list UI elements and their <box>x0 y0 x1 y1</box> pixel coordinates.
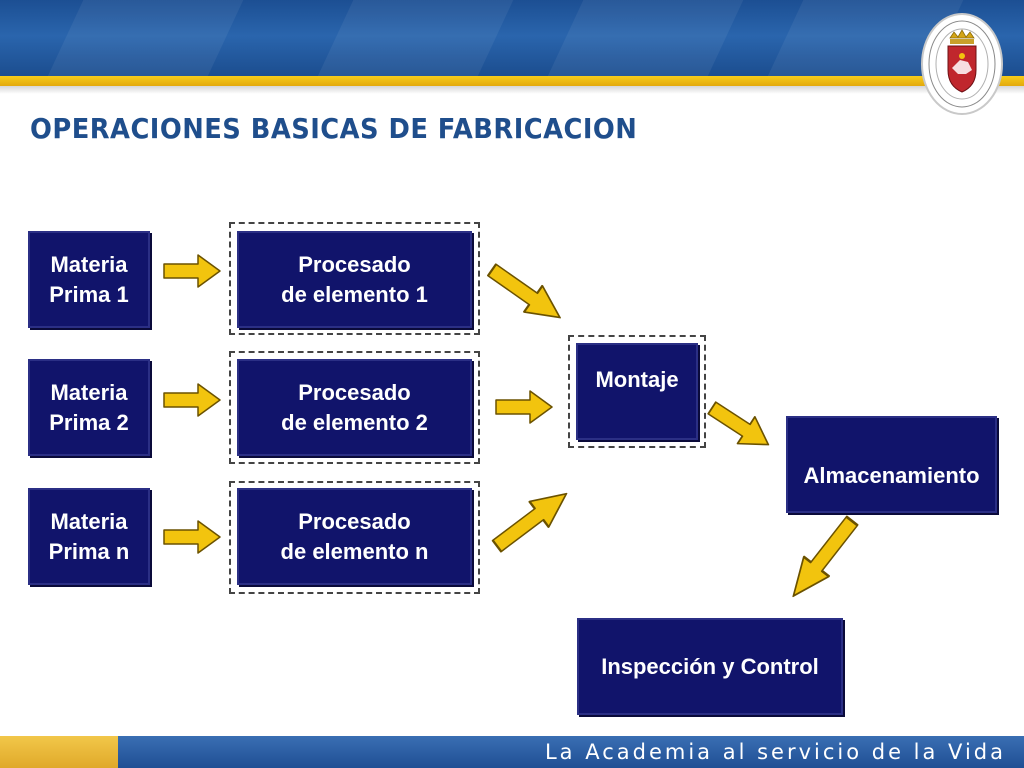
process-box-2: Procesado de elemento 2 <box>237 359 472 456</box>
raw-material-1-line1: Materia <box>50 251 128 277</box>
process-n-line1: Procesado <box>298 508 411 534</box>
arrow-raw-to-process-n <box>163 520 221 554</box>
process-box-n: Procesado de elemento n <box>237 488 472 585</box>
process-1-line2: de elemento 1 <box>281 281 428 307</box>
footer-bar <box>118 736 1024 768</box>
arrow-process-n-to-assembly <box>486 479 577 560</box>
inspection-box: Inspección y Control <box>577 618 843 715</box>
header-gold-line <box>0 76 1024 86</box>
raw-material-box-n: Materia Prima n <box>28 488 150 585</box>
raw-material-box-2: Materia Prima 2 <box>28 359 150 456</box>
arrow-process-2-to-assembly <box>495 390 553 424</box>
process-box-1: Procesado de elemento 1 <box>237 231 472 328</box>
footer-tagline: La Academia al servicio de la Vida <box>544 740 1006 764</box>
assembly-label: Montaje <box>595 367 679 392</box>
process-2-line1: Procesado <box>298 379 411 405</box>
raw-material-n-line2: Prima n <box>48 538 130 564</box>
storage-label: Almacenamiento <box>803 463 980 488</box>
raw-material-2-line2: Prima 2 <box>49 409 129 435</box>
process-1-line1: Procesado <box>298 251 411 277</box>
raw-material-2-line1: Materia <box>50 379 128 405</box>
university-seal-logo <box>921 13 1003 115</box>
raw-material-box-1: Materia Prima 1 <box>28 231 150 328</box>
raw-material-1-line2: Prima 1 <box>49 281 129 307</box>
footer-gold-block <box>0 736 118 768</box>
inspection-label: Inspección y Control <box>601 653 819 679</box>
process-2-line2: de elemento 2 <box>281 409 428 435</box>
arrow-storage-to-inspection <box>779 510 866 607</box>
storage-box: Almacenamiento <box>786 416 997 513</box>
process-n-line2: de elemento n <box>280 538 429 564</box>
arrow-assembly-to-storage <box>702 393 778 459</box>
header-banner <box>0 0 1024 80</box>
assembly-box: Montaje <box>576 343 698 440</box>
page-title: OPERACIONES BASICAS DE FABRICACION <box>30 112 638 145</box>
raw-material-n-line1: Materia <box>50 508 128 534</box>
arrow-raw-to-process-1 <box>163 254 221 288</box>
arrow-raw-to-process-2 <box>163 383 221 417</box>
header-shadow <box>0 86 1024 94</box>
arrow-process-1-to-assembly <box>481 255 571 332</box>
